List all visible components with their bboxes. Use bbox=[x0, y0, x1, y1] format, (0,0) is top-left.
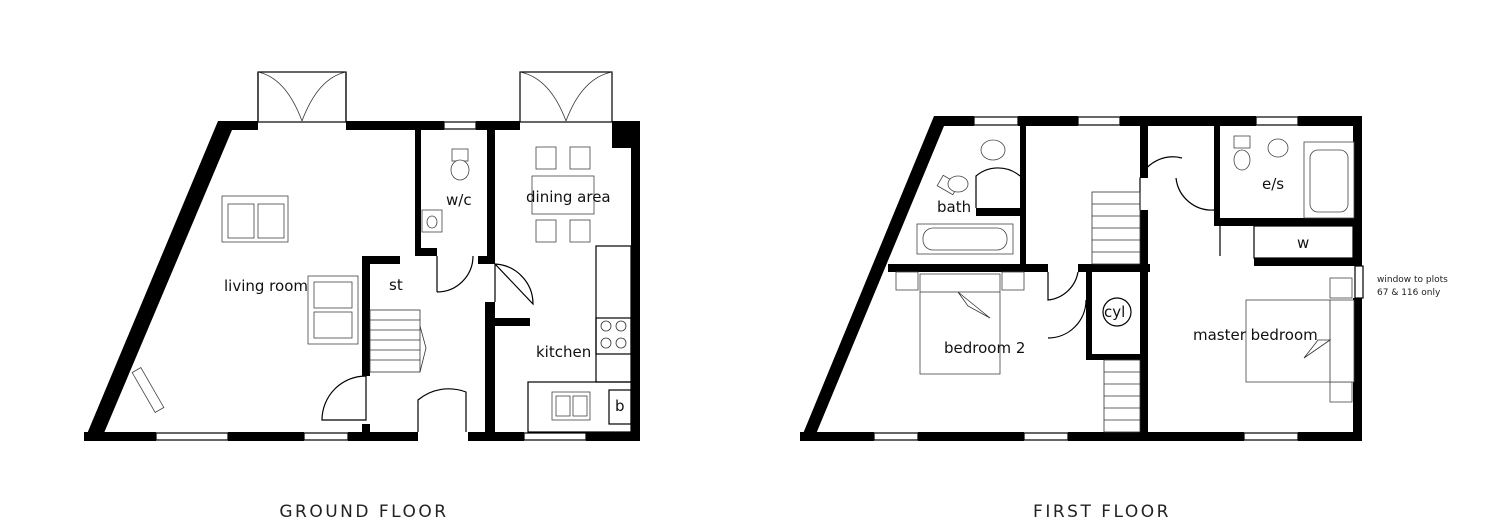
first-floor-labels: bath e/s w cyl bedroom 2 master bedroom … bbox=[937, 175, 1448, 357]
ground-floor-internal-walls bbox=[362, 130, 530, 434]
ground-floor-plan: living room w/c dining area st kitchen b… bbox=[84, 71, 640, 522]
ground-floor-stairs bbox=[369, 309, 427, 373]
first-floor-plan: bath e/s w cyl bedroom 2 master bedroom … bbox=[800, 116, 1448, 522]
room-label-store: st bbox=[389, 276, 403, 294]
first-floor-windows bbox=[873, 116, 1364, 441]
wardrobe bbox=[1253, 225, 1354, 259]
room-label-bath: bath bbox=[937, 198, 971, 216]
first-floor-beds bbox=[895, 271, 1355, 403]
ground-floor-french-doors bbox=[257, 71, 613, 123]
ground-floor-outer-walls bbox=[84, 121, 640, 441]
room-label-living-room: living room bbox=[224, 277, 308, 295]
hot-water-cylinder bbox=[1102, 297, 1132, 327]
ground-floor-labels: living room w/c dining area st kitchen b bbox=[224, 188, 625, 415]
room-label-cylinder: cyl bbox=[1104, 303, 1125, 321]
room-label-wc: w/c bbox=[446, 191, 472, 209]
room-label-wardrobe: w bbox=[1297, 234, 1309, 252]
first-floor-internal-walls bbox=[888, 126, 1353, 441]
first-floor-stairs bbox=[1091, 191, 1141, 433]
room-label-dining-area: dining area bbox=[526, 188, 611, 206]
first-floor-title: FIRST FLOOR bbox=[1033, 502, 1171, 522]
optional-side-window bbox=[1354, 265, 1364, 299]
window-note-line-2: 67 & 116 only bbox=[1377, 288, 1441, 298]
first-floor-outer-walls bbox=[800, 116, 1362, 441]
room-label-bedroom-2: bedroom 2 bbox=[944, 339, 1025, 357]
ground-floor-doors bbox=[321, 255, 534, 432]
first-floor-sanitaryware bbox=[916, 135, 1355, 259]
ground-floor-title: GROUND FLOOR bbox=[279, 502, 448, 522]
ground-floor-windows bbox=[155, 121, 587, 441]
first-floor-doors bbox=[975, 156, 1221, 339]
room-label-master-bedroom: master bedroom bbox=[1193, 326, 1318, 344]
room-label-en-suite: e/s bbox=[1262, 175, 1284, 193]
ground-floor-furniture bbox=[131, 146, 632, 433]
window-note-line-1: window to plots bbox=[1377, 275, 1448, 285]
room-label-boiler: b bbox=[615, 397, 625, 415]
room-label-kitchen: kitchen bbox=[536, 343, 591, 361]
